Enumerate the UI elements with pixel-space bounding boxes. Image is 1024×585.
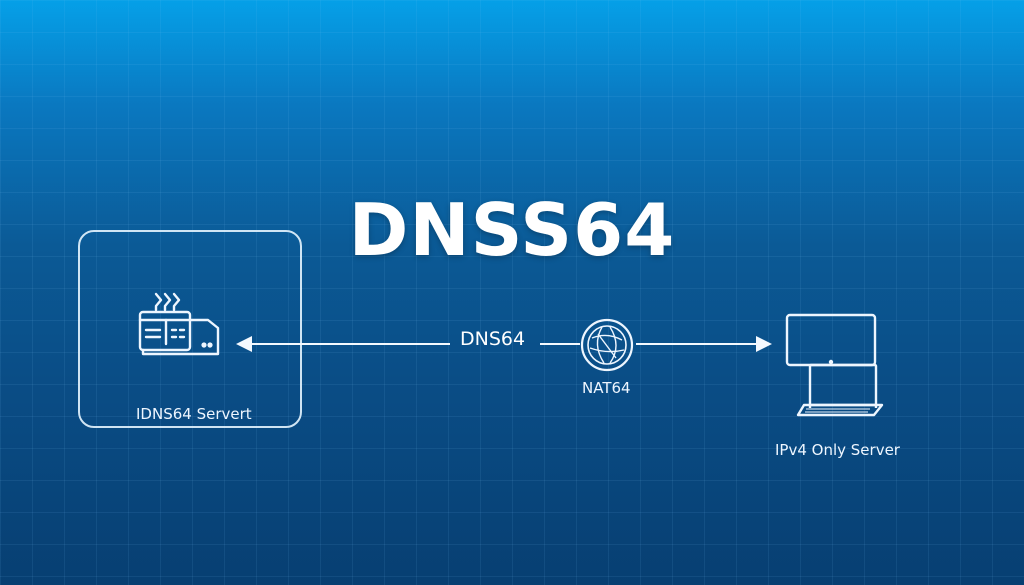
arrow-line-connector xyxy=(540,343,580,345)
diagram-title: DNSS64 xyxy=(348,188,676,272)
nat64-label: NAT64 xyxy=(582,379,631,397)
server-icon xyxy=(138,292,220,356)
arrow-line-right xyxy=(636,343,758,345)
dns64-edge-label: DNS64 xyxy=(460,328,526,350)
arrow-line-left xyxy=(250,343,450,345)
dns64-server-box xyxy=(78,230,302,428)
ipv4-server-label: IPv4 Only Server xyxy=(775,441,900,459)
dns64-server-label: IDNS64 Servert xyxy=(136,405,252,423)
computer-icon xyxy=(785,313,884,417)
arrowhead-right xyxy=(756,336,772,352)
globe-icon xyxy=(580,318,634,372)
arrowhead-left xyxy=(236,336,252,352)
